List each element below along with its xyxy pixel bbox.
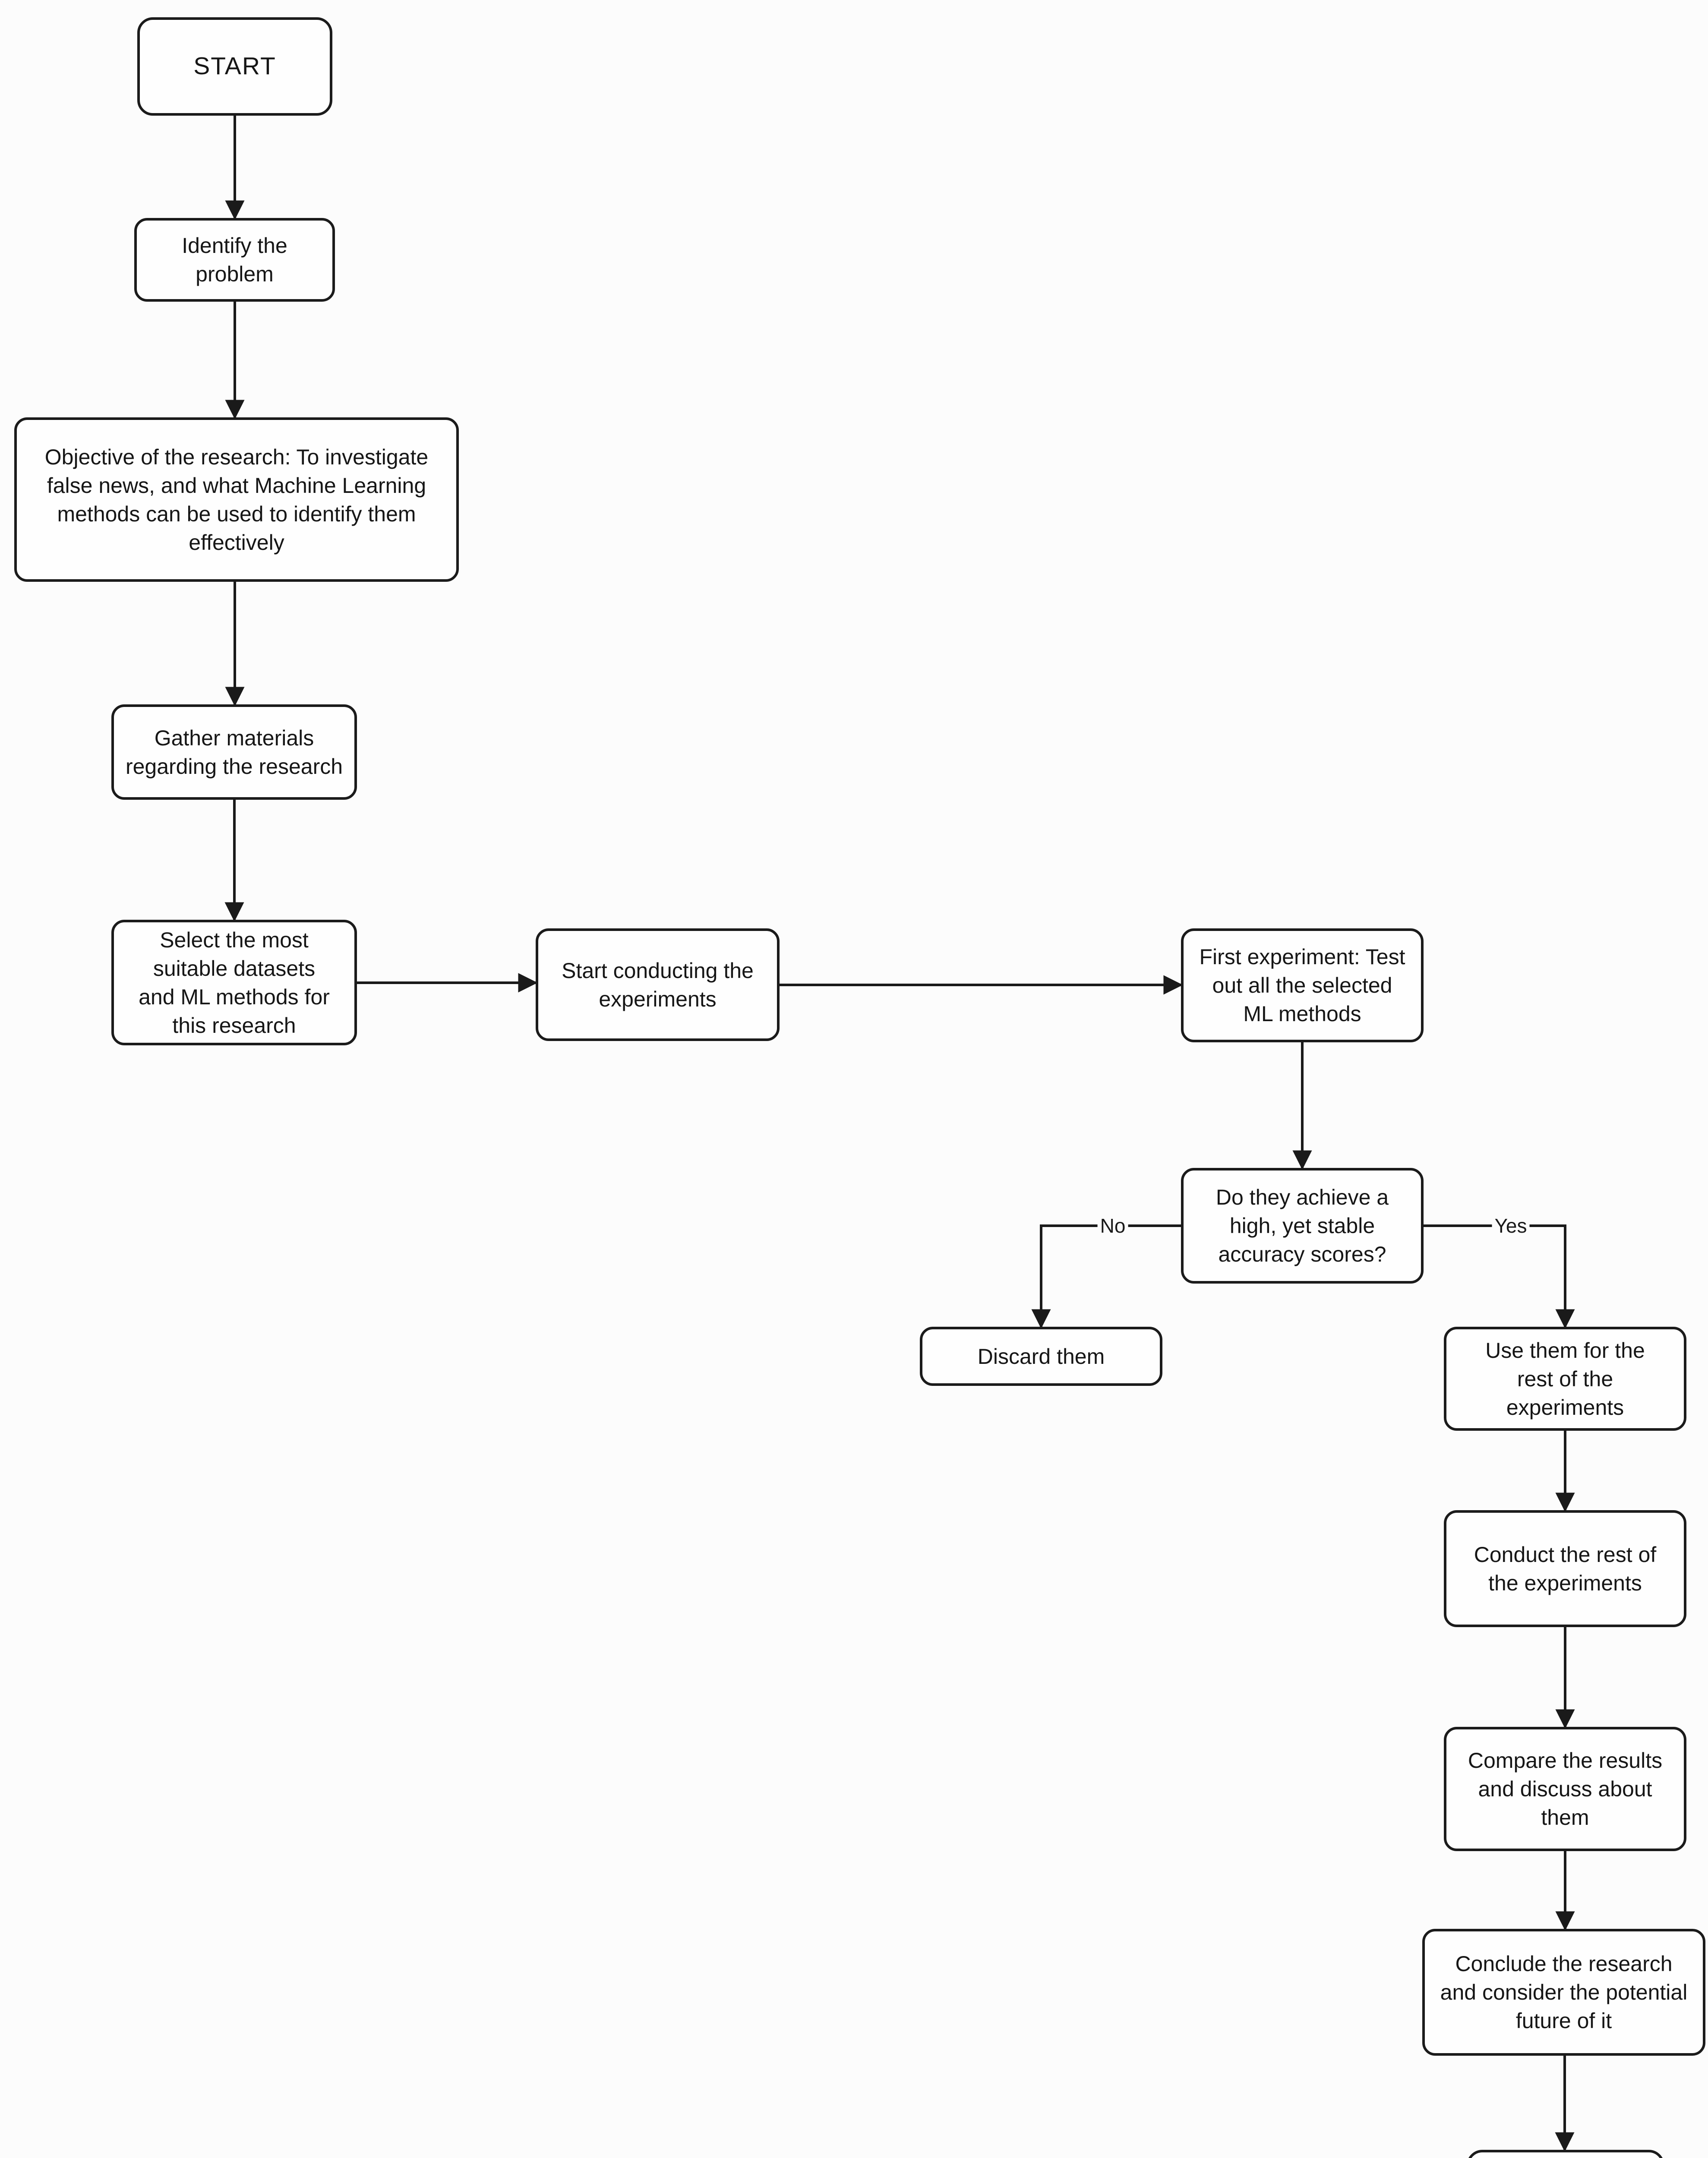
node-compare-results: Compare the results and discuss about th… [1444, 1727, 1686, 1851]
node-start-experiments: Start conducting the experiments [536, 928, 780, 1041]
node-accuracy-decision: Do they achieve a high, yet stable accur… [1181, 1168, 1424, 1284]
node-gather-materials: Gather materials regarding the research [111, 704, 357, 800]
node-first-experiment: First experiment: Test out all the selec… [1181, 928, 1424, 1042]
node-use-them: Use them for the rest of the experiments [1444, 1327, 1686, 1431]
edge-label-no: No [1097, 1214, 1128, 1237]
node-identify-problem: Identify the problem [134, 218, 335, 302]
node-select-datasets: Select the most suitable datasets and ML… [111, 920, 357, 1045]
node-end: END [1467, 2150, 1664, 2158]
node-discard-them: Discard them [920, 1327, 1162, 1386]
arrow-decision-yes-to-use-them [1424, 1224, 1575, 1329]
node-objective: Objective of the research: To investigat… [14, 417, 459, 582]
node-start: START [137, 17, 332, 116]
node-conclude-research: Conclude the research and consider the p… [1422, 1929, 1705, 2056]
arrow-decision-no-to-discard [1031, 1224, 1181, 1329]
node-conduct-rest: Conduct the rest of the experiments [1444, 1510, 1686, 1627]
edge-label-yes: Yes [1492, 1214, 1530, 1237]
